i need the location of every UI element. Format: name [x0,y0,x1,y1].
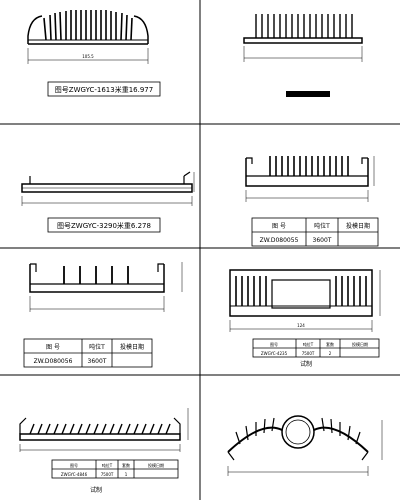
title-block-d080056 [23,338,153,368]
profile-4846 [19,408,189,452]
table-cell: ZWGYC-4846 [61,472,88,477]
table-header: 图号 [70,462,78,468]
trial-note: 试制 [90,486,102,494]
title-block-4846 [51,459,179,479]
table-cell: 3600T [88,358,107,365]
table-cell: ZWGYC-4235 [261,351,288,356]
profile-3290 [21,171,195,233]
caption-box [47,217,161,233]
blurred-caption [286,91,330,97]
dimension-label: 105.5 [82,54,94,59]
trial-note: 试制 [300,360,312,368]
table-header: 吨位T [314,222,330,230]
caption-1613: 图号ZWGYC-1613米重16.977 [55,85,153,94]
profile-1613 [27,10,161,97]
table-cell: 3600T [313,237,332,244]
table-header: 吨位T [303,341,314,347]
table-cell: ZW.D080055 [260,237,299,244]
table-header: 套数 [122,462,130,468]
profile-d080055 [245,156,375,202]
table-cell: ZW.D080056 [34,358,73,365]
profile-d080056 [29,262,183,312]
title-block-4235 [252,338,380,358]
table-header: 投模日期 [148,462,164,468]
table-header: 投模日期 [352,341,368,347]
profile-circular [227,415,383,476]
title-block-d080055 [251,217,379,247]
profile-4235 [229,269,381,332]
table-header: 图 号 [46,344,60,351]
table-cell: 1 [125,472,128,477]
table-header: 图 号 [272,223,286,230]
table-header: 投模日期 [346,222,370,230]
table-header: 投模日期 [120,343,144,351]
dimension-label: 124 [297,323,305,328]
table-cell: 7500T [302,351,315,356]
table-header: 图号 [270,341,278,347]
table-cell: 7500T [101,472,114,477]
table-header: 吨位T [89,343,105,351]
profile-flat [243,14,363,97]
table-header: 套数 [326,341,334,347]
caption-3290: 图号ZWGYC-3290米重6.278 [57,221,151,230]
caption-box [47,81,161,97]
table-cell: 2 [329,351,332,356]
table-header: 吨位T [102,462,113,468]
